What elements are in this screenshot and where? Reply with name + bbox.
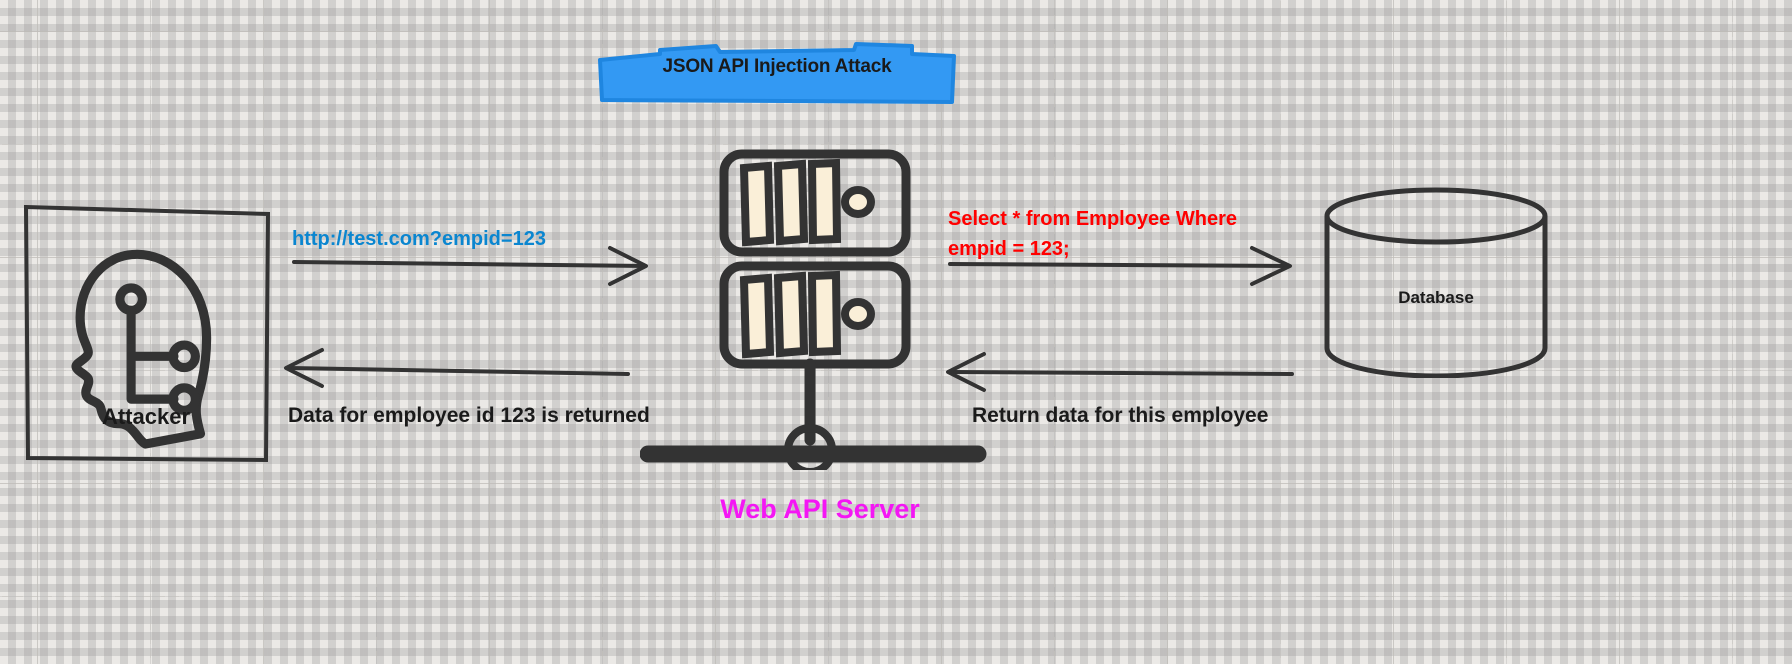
web-api-server-node[interactable] [639, 140, 990, 476]
attacker-label: Attacker [101, 404, 191, 429]
web-api-server-label: Web API Server [720, 494, 920, 524]
database-node[interactable] [1322, 186, 1550, 379]
arrow-db-response [946, 352, 1294, 392]
banner-label: JSON API Injection Attack [662, 56, 892, 77]
api-response-edge-label: Data for employee id 123 is returned [288, 404, 650, 427]
server-stand [639, 358, 987, 476]
server-unit-bottom [719, 261, 911, 369]
query-edge-label: Select * from Employee Where empid = 123… [948, 204, 1308, 264]
attacker-box-outline [23, 204, 271, 463]
server-rack-icon [639, 149, 987, 476]
server-unit-top [719, 149, 911, 257]
database-label: Database [1398, 288, 1474, 307]
attacker-node[interactable] [22, 202, 271, 464]
arrow-request [292, 246, 648, 286]
cylinder-icon [1324, 187, 1548, 379]
hacker-head-icon [71, 249, 212, 449]
query-edge-label-line1: Select * from Employee Where [948, 208, 1237, 230]
arrow-api-response [284, 348, 630, 388]
query-edge-label-line2: empid = 123; [948, 238, 1070, 260]
banner-title-shape: JSON API Injection Attack [598, 42, 956, 104]
banner-svg [598, 42, 956, 104]
db-response-edge-label: Return data for this employee [972, 404, 1269, 427]
request-edge-label: http://test.com?empid=123 [292, 228, 546, 250]
